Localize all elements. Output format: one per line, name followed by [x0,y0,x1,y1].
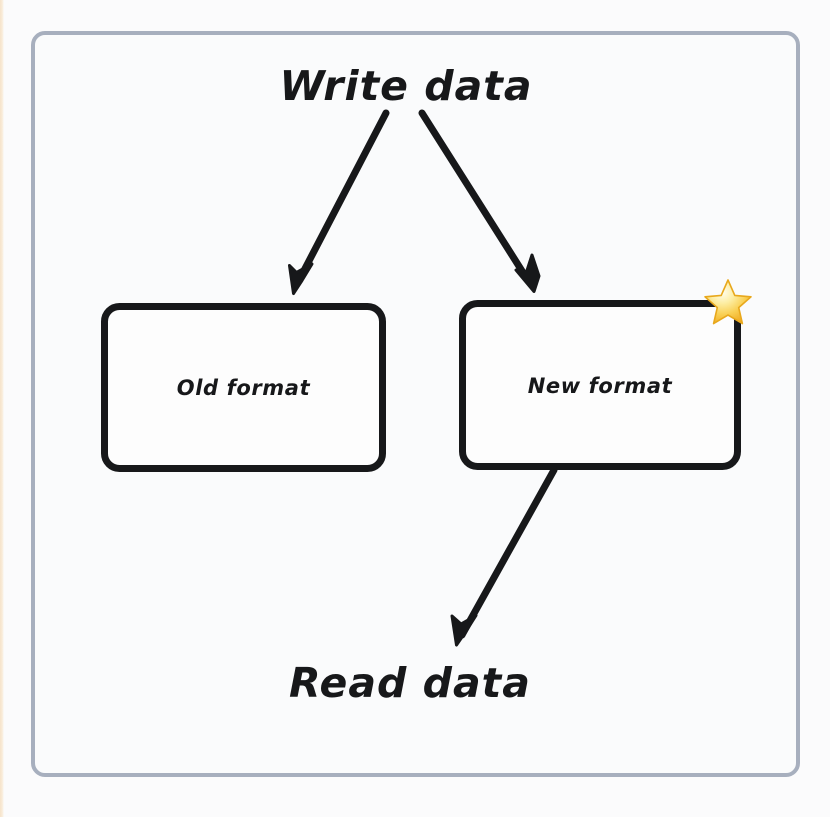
arrow-write-to-new-format [418,109,541,293]
write-data-label: Write data [279,62,533,110]
arrow-write-to-old-format [288,109,390,295]
left-edge-stripe [0,0,4,817]
old-format-label: Old format [176,376,311,400]
new-format-box[interactable] [459,300,741,470]
arrow-new-format-to-read-data [450,466,558,647]
new-format-label: New format [527,374,673,398]
read-data-label: Read data [289,659,531,707]
old-format-box[interactable] [101,303,386,472]
star-icon [704,279,752,325]
